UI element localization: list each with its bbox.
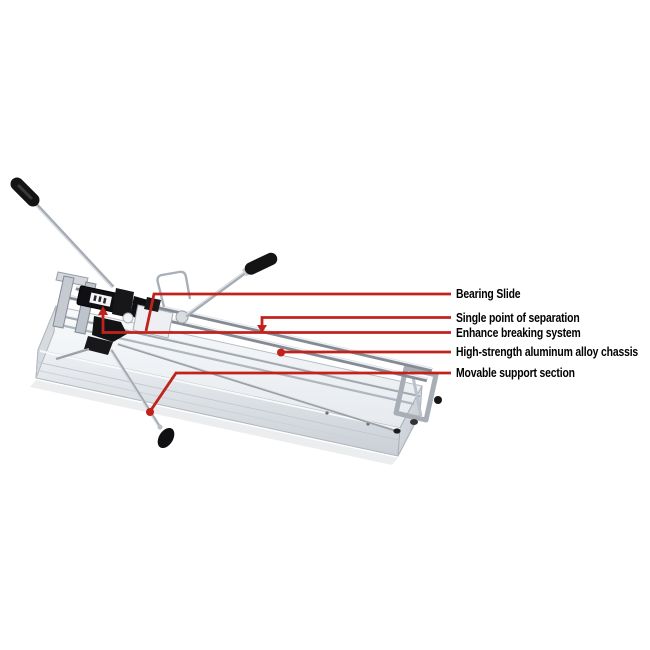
callout-label-support-section: Movable support section — [456, 365, 575, 380]
callout-lines — [98, 292, 451, 416]
movable-support-leg — [55, 347, 175, 449]
front-clamp — [84, 336, 113, 355]
callout-line-single-point — [257, 316, 451, 333]
breaker-foot — [92, 316, 127, 342]
callout-line-bearing-slide — [144, 292, 451, 332]
main-lever-handle — [10, 177, 115, 289]
rubber-foot — [157, 427, 175, 449]
measuring-rod — [117, 342, 401, 434]
callout-line-chassis — [277, 348, 451, 357]
measuring-gauge — [76, 285, 126, 314]
callout-label-chassis: High-strength aluminum alloy chassis — [456, 344, 639, 359]
tile-stop-loop — [156, 270, 192, 308]
callout-line-support-section — [146, 371, 451, 416]
ground-shadow — [30, 380, 398, 465]
callout-label-single-point: Single point of separation — [456, 310, 580, 325]
callout-label-breaking-system: Enhance breaking system — [456, 325, 581, 340]
cutting-head-assembly — [52, 271, 148, 355]
handle-grip — [244, 252, 278, 275]
secondary-handle — [184, 252, 278, 318]
callout-label-bearing-slide: Bearing Slide — [456, 286, 521, 301]
callout-line-breaking-system — [98, 306, 451, 334]
bearing-slide-carriage — [122, 270, 192, 339]
